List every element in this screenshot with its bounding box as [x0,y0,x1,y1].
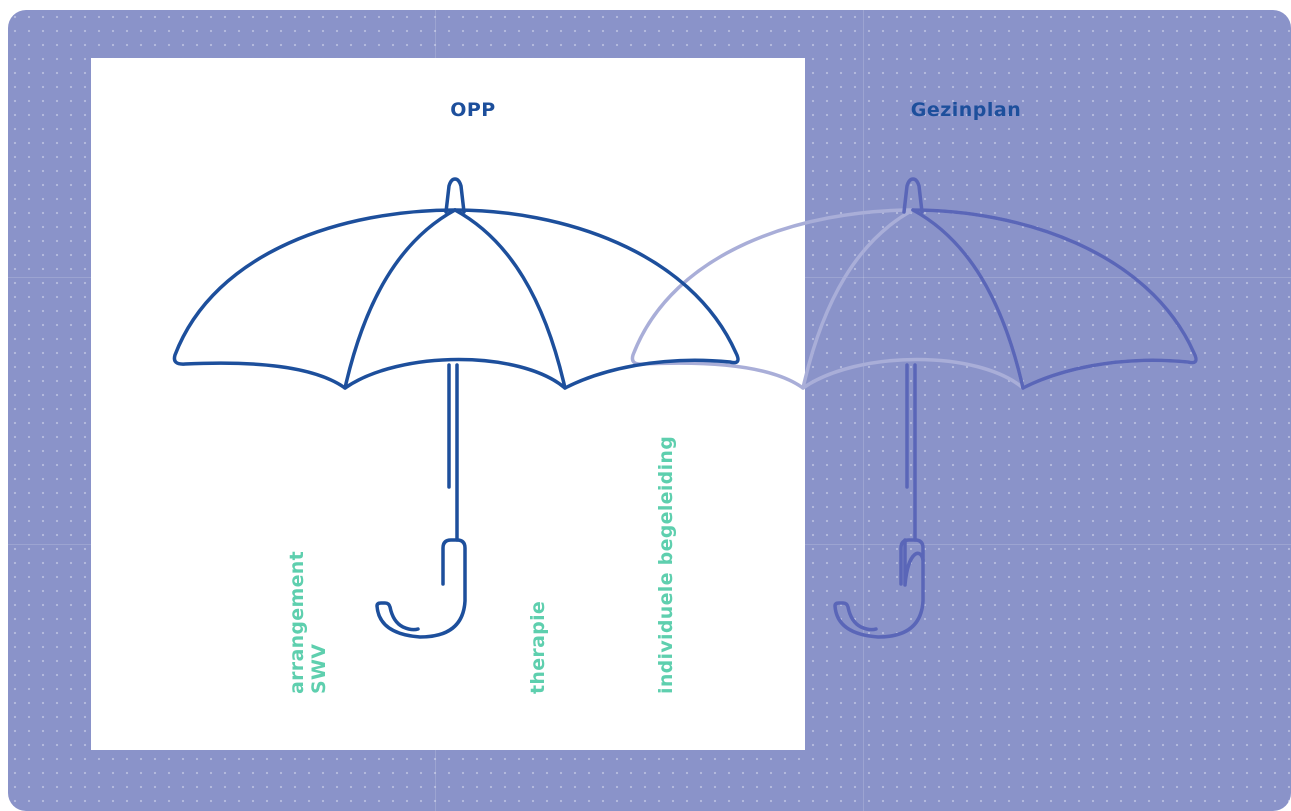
gezinplan-heading: Gezinplan [911,99,1022,121]
label-therapie: therapie [527,601,549,694]
label-swv: SWV [308,644,330,694]
opp-heading: OPP [450,99,496,121]
umbrella-icon [172,177,740,639]
label-arrangement: arrangement [286,551,308,694]
grid-divider [863,10,864,811]
umbrella-icon [630,177,1198,639]
label-individuele-begeleiding: individuele begeleiding [655,436,677,694]
